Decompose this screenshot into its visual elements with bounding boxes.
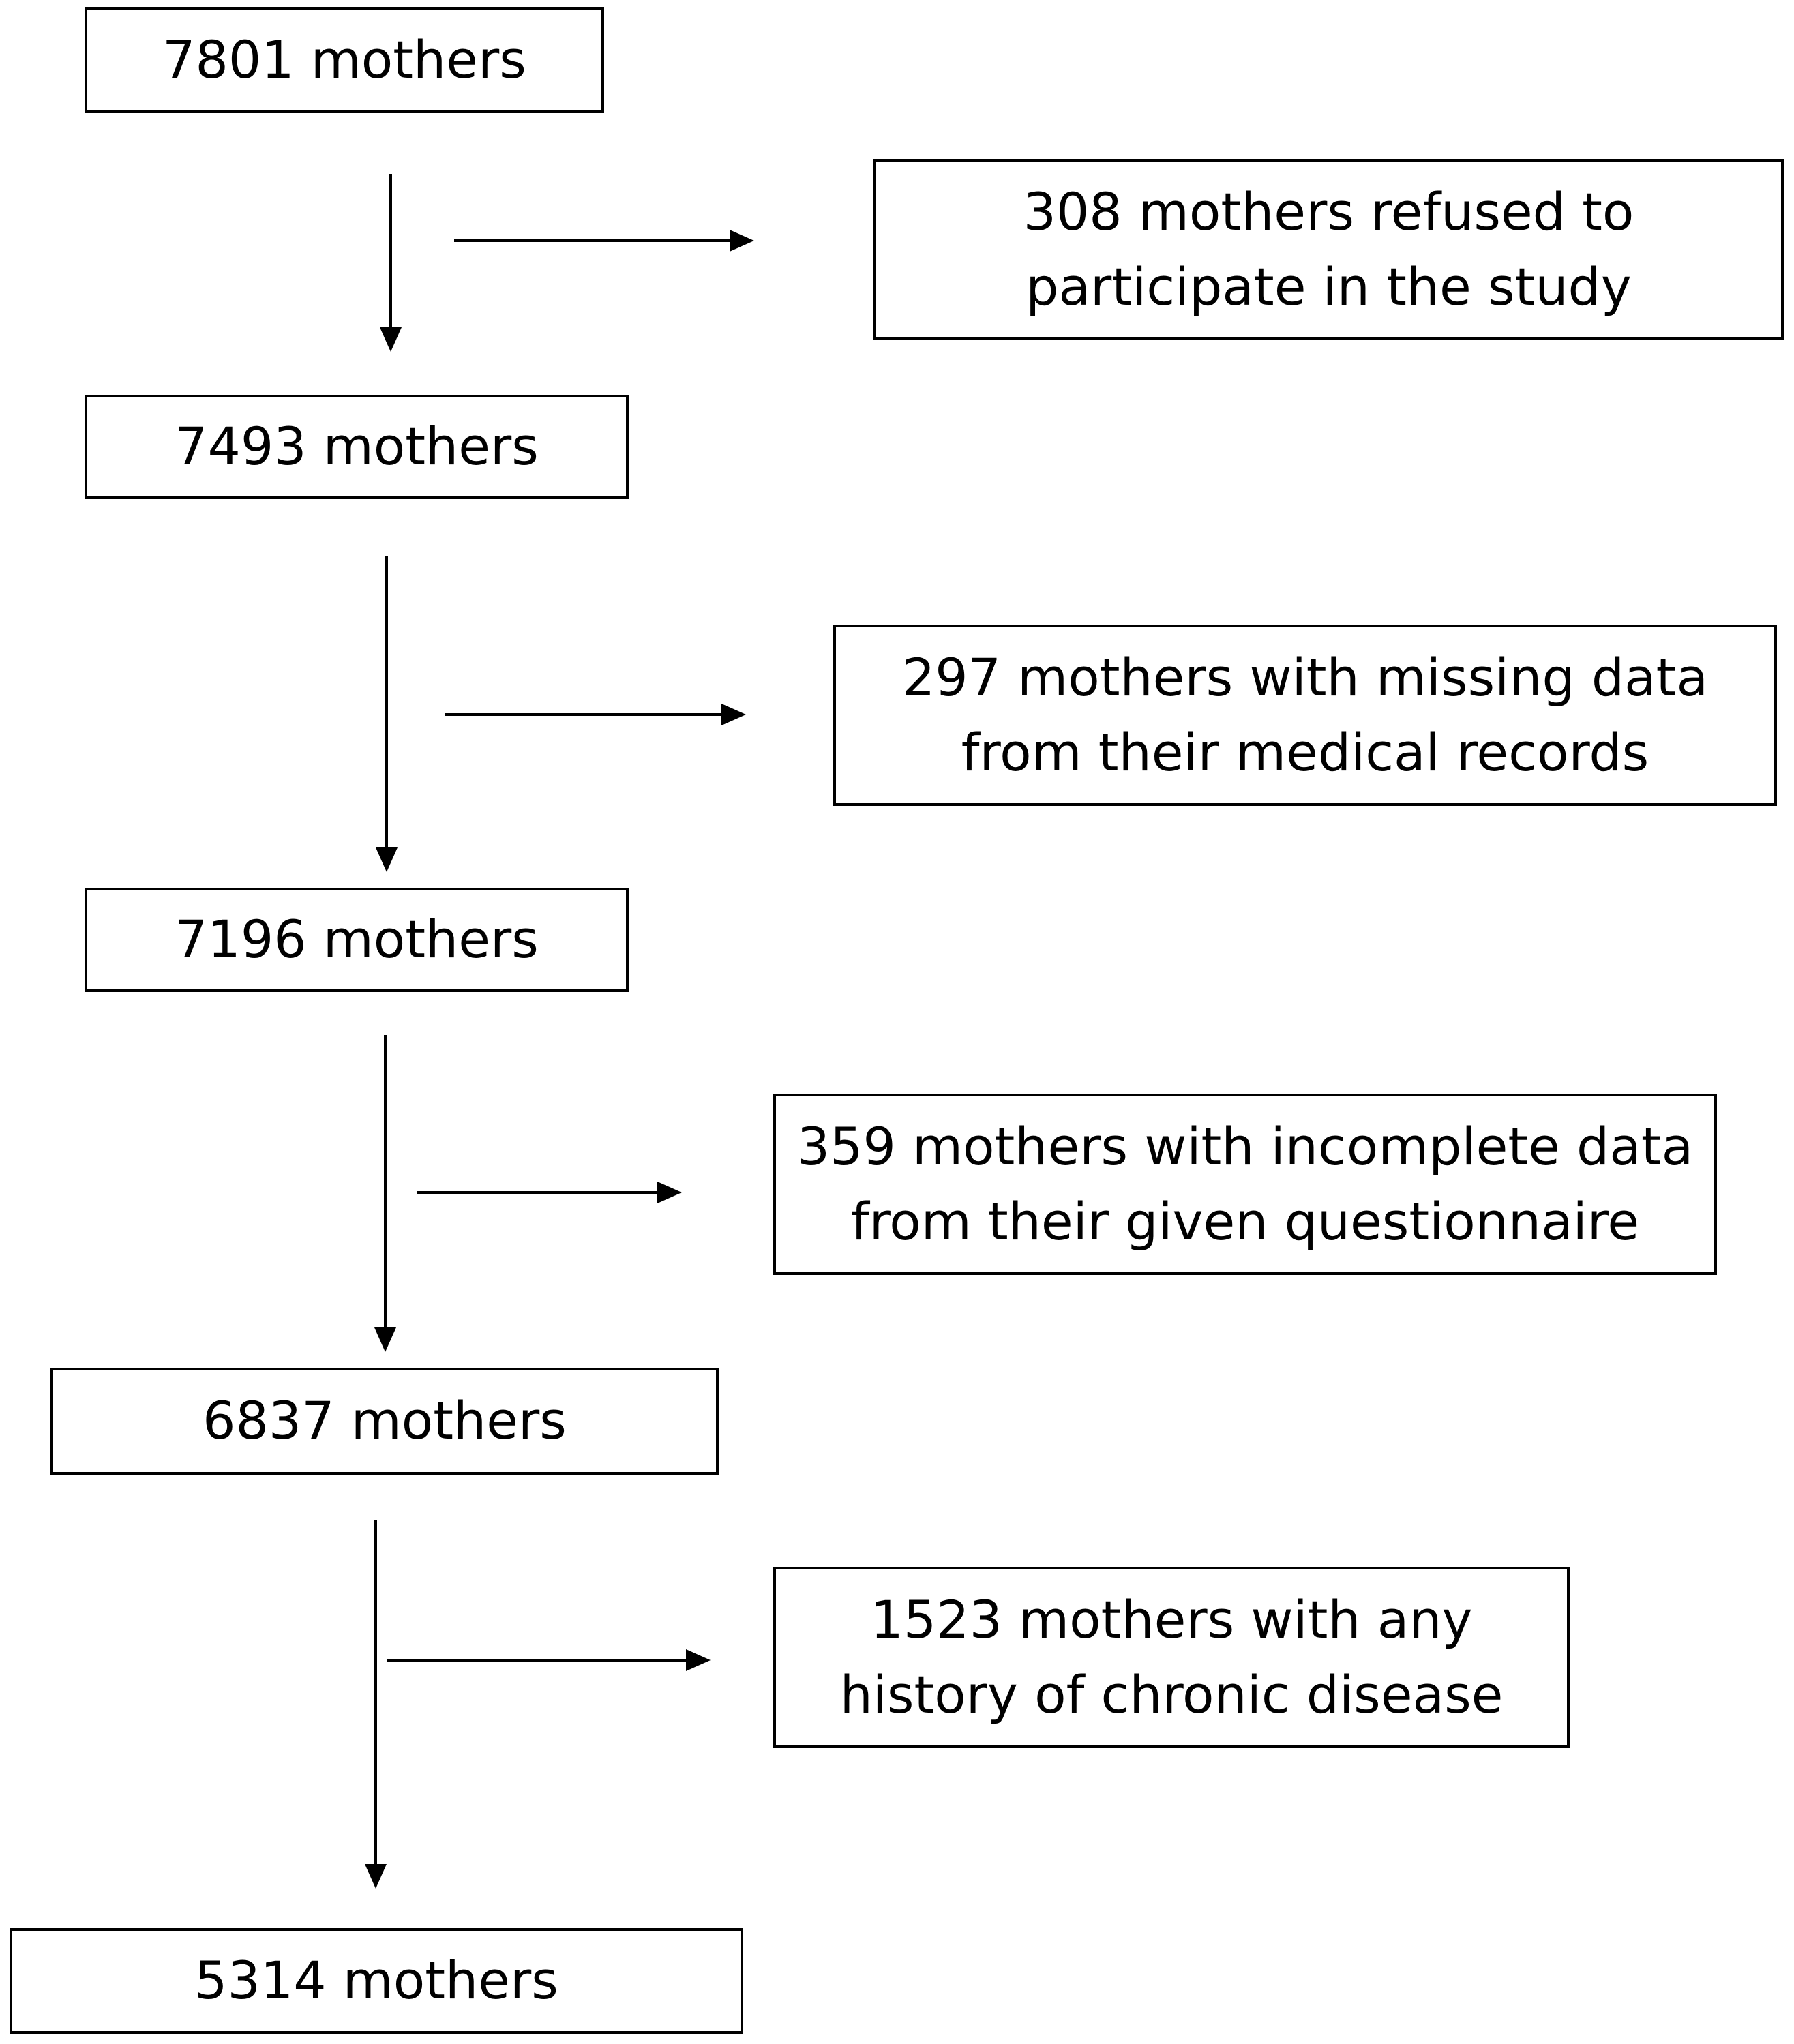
- down-arrow-1: [380, 174, 402, 352]
- exclusion-line-1: 359 mothers with incomplete data: [796, 1115, 1694, 1177]
- down-arrow-3: [374, 1035, 396, 1352]
- cohort-box-label: 7493 mothers: [175, 416, 539, 477]
- cohort-box-after-medical-records: 7196 mothers: [85, 888, 629, 992]
- exclusion-line-2: from their given questionnaire: [850, 1191, 1640, 1252]
- exclusion-box-refused: 308 mothers refused to participate in th…: [873, 159, 1784, 340]
- cohort-box-label: 5314 mothers: [194, 1950, 558, 2011]
- down-arrow-4: [365, 1520, 387, 1889]
- exclusion-line-2: from their medical records: [961, 722, 1649, 783]
- right-arrow-4: [387, 1649, 711, 1671]
- exclusion-line-1: 308 mothers refused to: [1023, 181, 1634, 242]
- exclusion-line-2: participate in the study: [1026, 256, 1632, 317]
- right-arrow-1: [454, 230, 754, 252]
- right-arrow-3: [417, 1182, 682, 1203]
- exclusion-box-missing-medical-data: 297 mothers with missing data from their…: [833, 625, 1777, 806]
- cohort-box-label: 7196 mothers: [175, 909, 539, 970]
- exclusion-box-incomplete-questionnaire: 359 mothers with incomplete data from th…: [773, 1094, 1717, 1275]
- down-arrow-2: [376, 556, 398, 872]
- cohort-box-label: 6837 mothers: [203, 1390, 567, 1452]
- exclusion-line-1: 297 mothers with missing data: [901, 646, 1709, 708]
- right-arrow-2: [445, 704, 746, 725]
- cohort-box-after-refusal: 7493 mothers: [85, 395, 629, 499]
- exclusion-line-1: 1523 mothers with any: [870, 1589, 1473, 1650]
- exclusion-box-chronic-disease: 1523 mothers with any history of chronic…: [773, 1567, 1570, 1748]
- exclusion-line-2: history of chronic disease: [839, 1664, 1504, 1725]
- cohort-box-initial: 7801 mothers: [85, 7, 604, 113]
- cohort-box-label: 7801 mothers: [162, 29, 526, 91]
- cohort-box-final: 5314 mothers: [10, 1928, 743, 2034]
- cohort-box-after-questionnaire: 6837 mothers: [50, 1368, 719, 1475]
